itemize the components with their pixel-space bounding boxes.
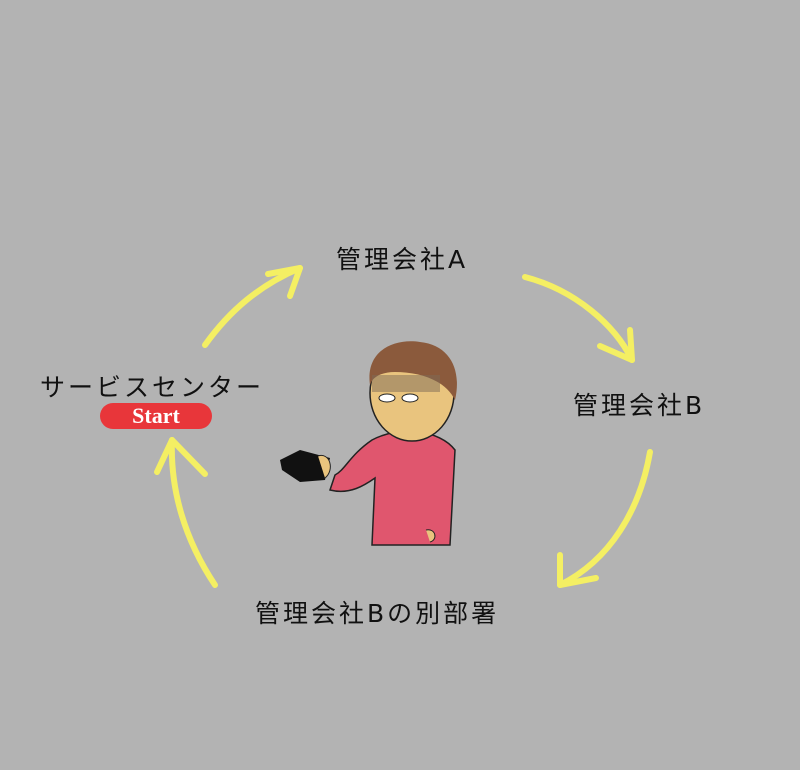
arrow-a-to-b — [522, 274, 635, 363]
character-illustration — [280, 341, 457, 546]
node-company-a: 管理会社A — [336, 245, 469, 274]
arrow-dept-to-service — [154, 437, 218, 588]
start-badge: Start — [100, 403, 212, 429]
node-service-center: サービスセンター — [40, 373, 265, 402]
node-company-b-other-dept: 管理会社Bの別部署 — [255, 599, 500, 628]
arrow-service-to-a — [202, 265, 303, 348]
node-company-b: 管理会社B — [573, 391, 706, 420]
arrow-b-to-dept — [557, 449, 653, 588]
